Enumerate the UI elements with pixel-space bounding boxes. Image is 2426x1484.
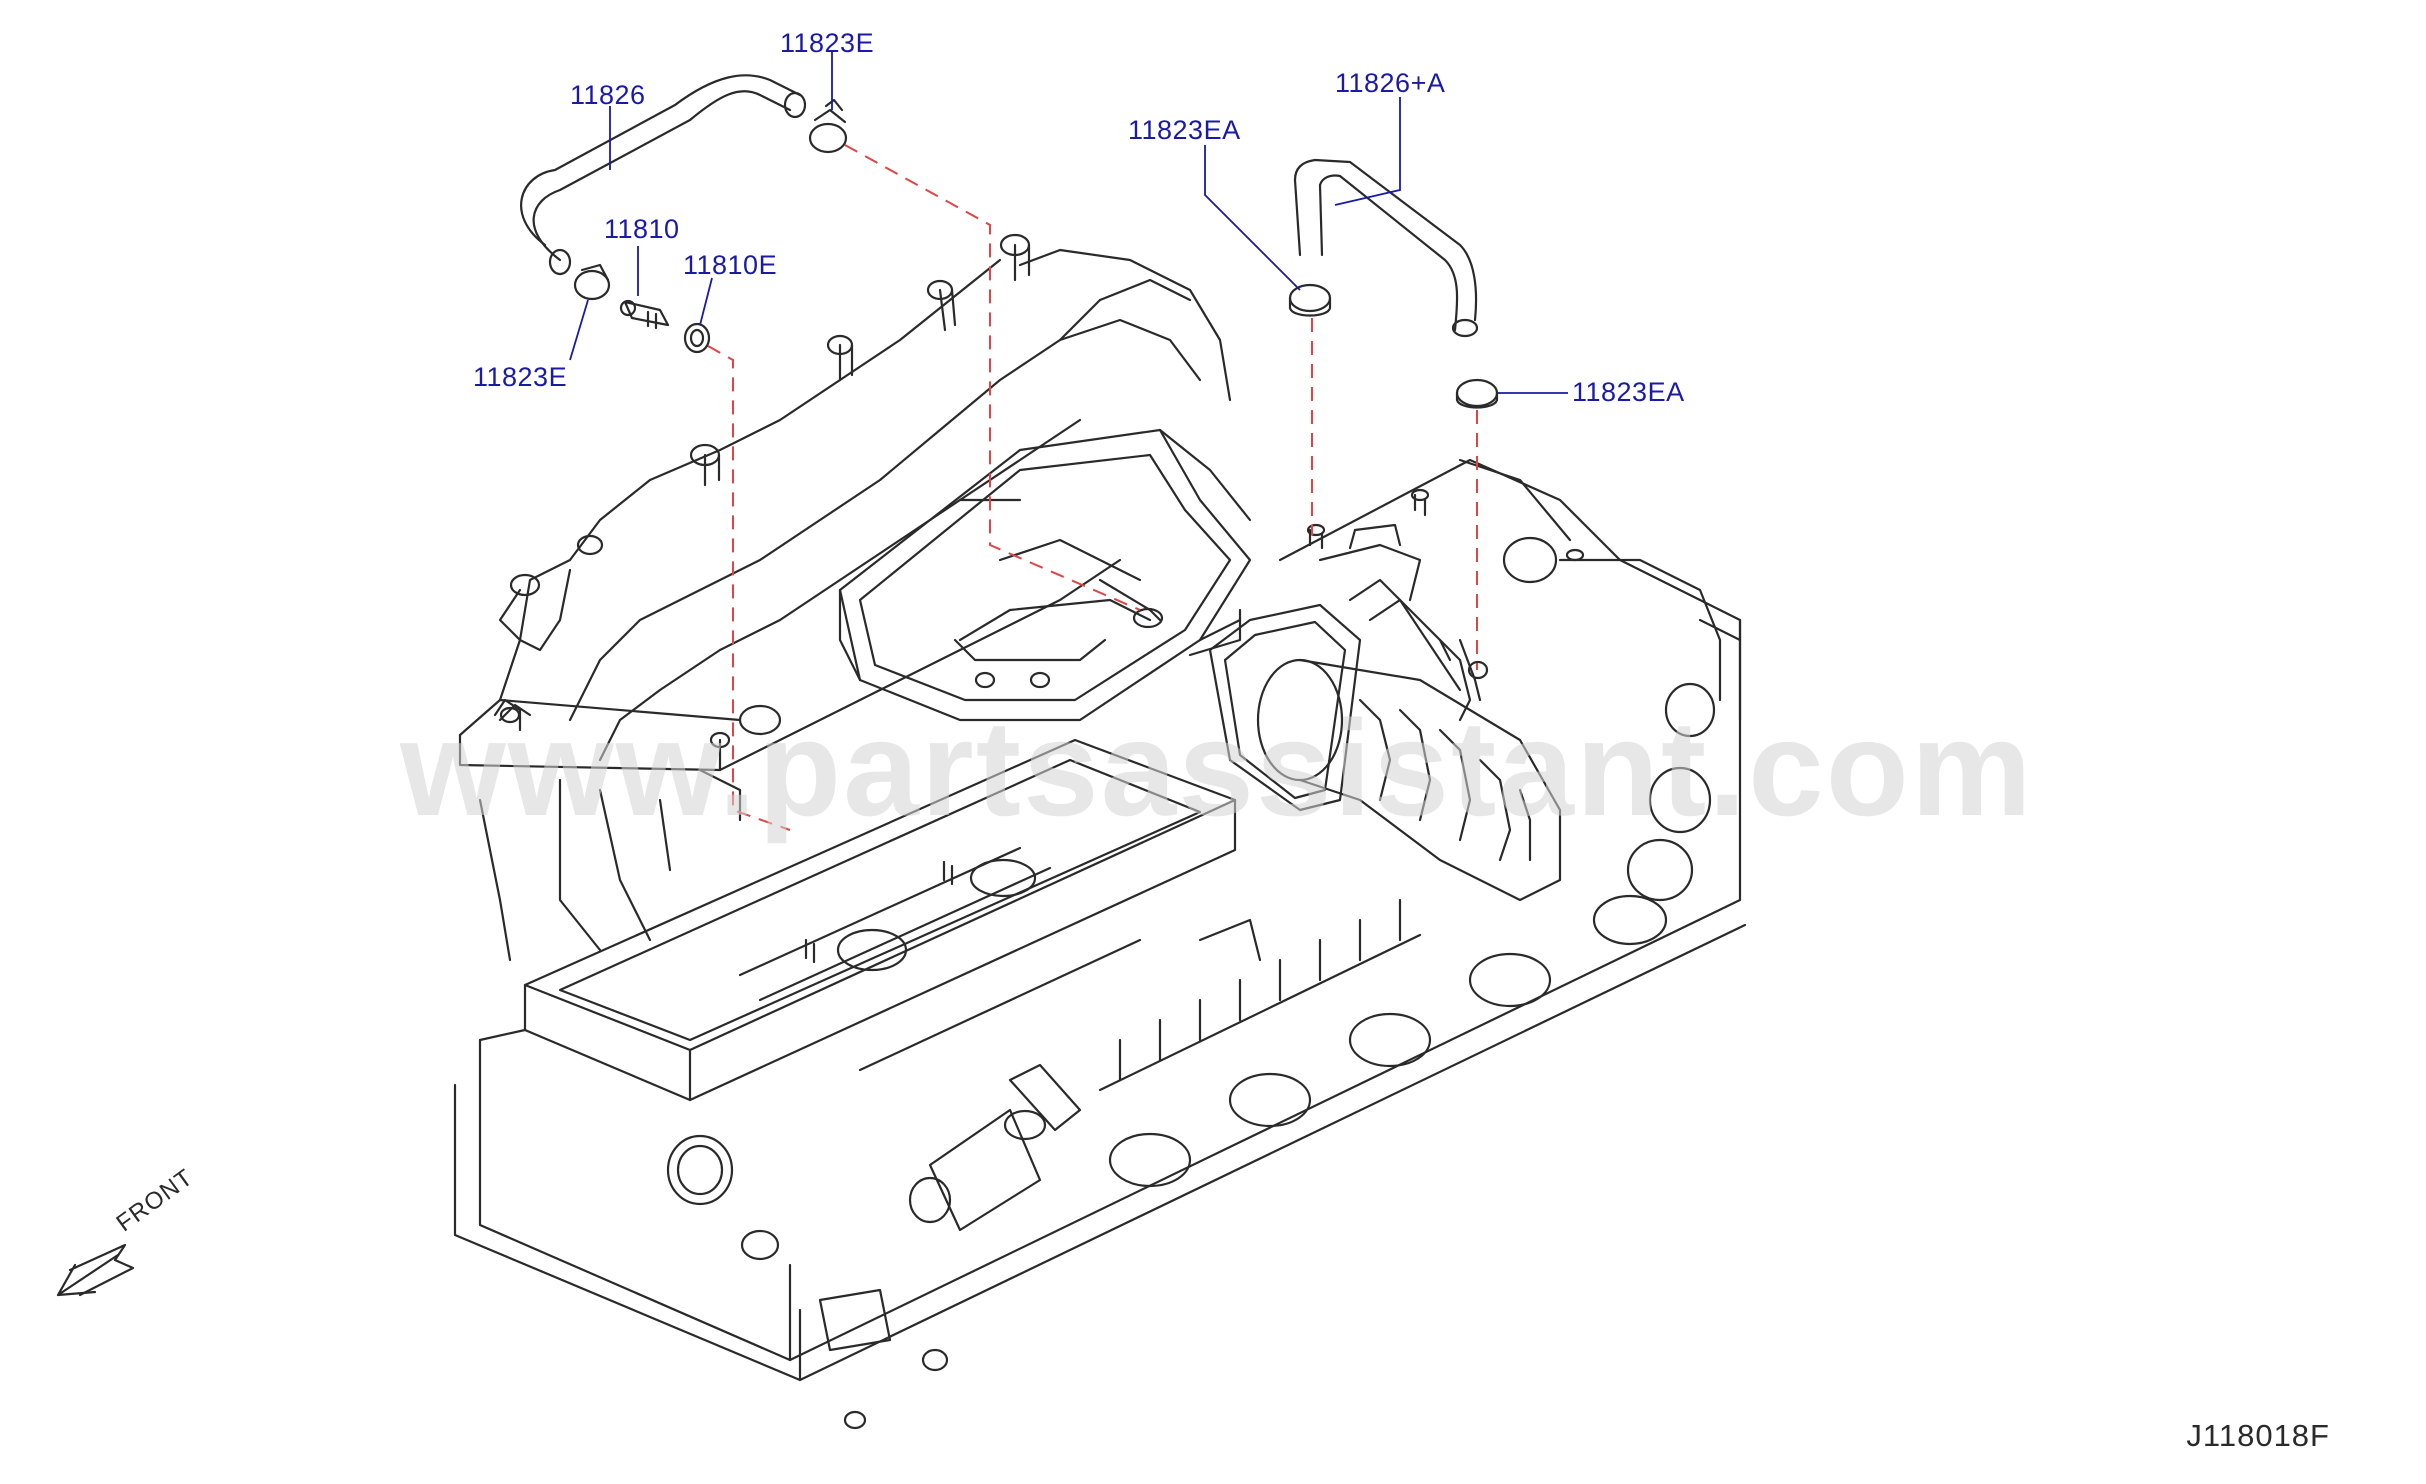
callout-11823e-left[interactable]: 11823E <box>473 362 568 392</box>
rocker-cover <box>523 738 1237 1102</box>
breather-hose-11826 <box>520 74 807 276</box>
callout-11823ea-center[interactable]: 11823EA <box>1128 115 1241 145</box>
figure-code: J118018F <box>2186 1418 2330 1453</box>
callout-11810e[interactable]: 11810E <box>683 250 778 280</box>
throttle-plenum <box>838 428 1252 722</box>
leader-lines <box>569 50 1568 394</box>
front-arrow-icon <box>56 1243 135 1297</box>
callout-11823ea-right[interactable]: 11823EA <box>1572 377 1685 407</box>
breather-hose-11826a <box>1293 158 1479 338</box>
clamp-11823ea-center <box>1288 283 1332 317</box>
clamp-11823e-top <box>808 98 848 154</box>
watermark: www.partsassistant.com <box>400 692 2034 844</box>
callout-11823e-top[interactable]: 11823E <box>780 28 875 58</box>
pcv-valve-11810 <box>619 299 670 330</box>
clamp-11823ea-right <box>1455 378 1499 409</box>
callout-11826a[interactable]: 11826+A <box>1335 68 1446 98</box>
callout-11826[interactable]: 11826 <box>570 80 646 110</box>
air-intake-duct <box>1208 523 1562 902</box>
callout-11810[interactable]: 11810 <box>604 214 680 244</box>
dashed-connectors <box>707 144 1478 831</box>
valve-cover-rear <box>1278 458 1742 722</box>
washer-11810e <box>683 322 711 354</box>
clamp-11823e-left <box>573 263 611 301</box>
